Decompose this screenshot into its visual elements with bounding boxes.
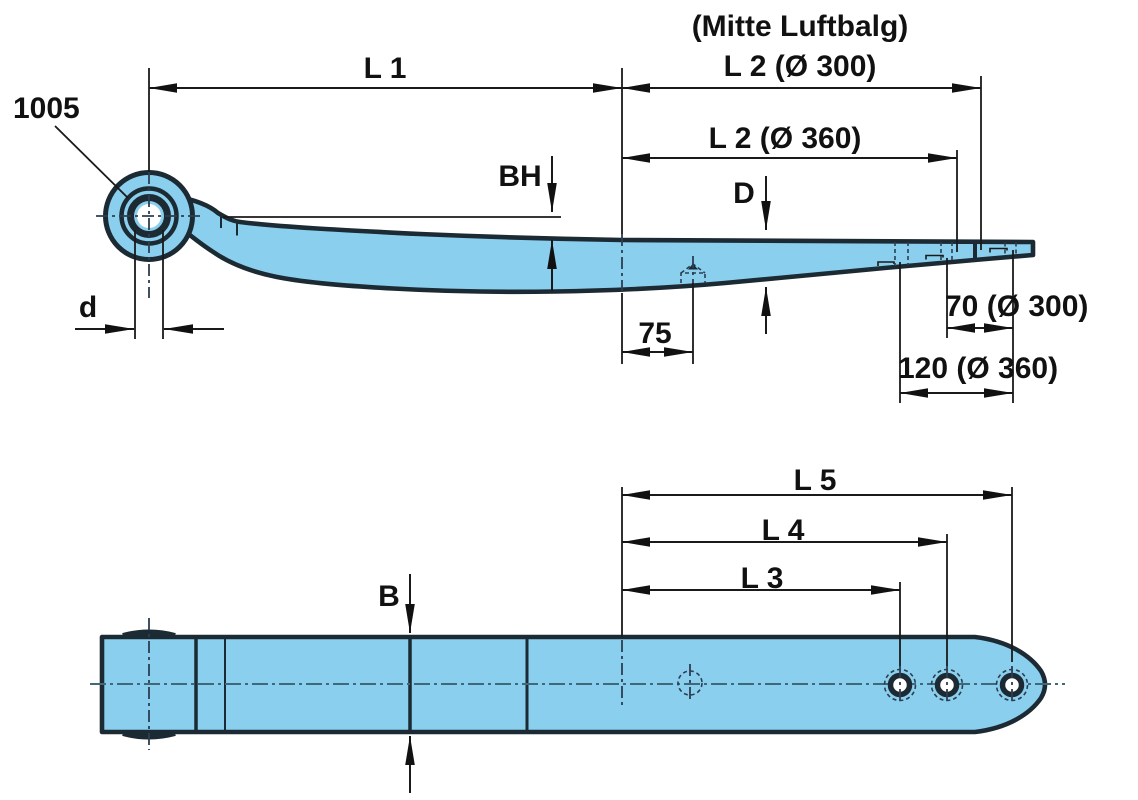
hidden-hole-lines-3: [1004, 242, 1017, 256]
dim-75: 75: [622, 317, 693, 357]
dim-l4: L 4: [622, 514, 947, 547]
dim-l3: L 3: [622, 562, 900, 595]
bolt-hole-1: [883, 666, 917, 704]
center-bolt-hole: [677, 664, 703, 702]
bolt-hole-3: [995, 666, 1029, 704]
dim-eye-bore: d: [75, 291, 224, 334]
leader-line-1005: [54, 125, 129, 199]
spring-eye: [96, 170, 204, 298]
dim-l5: L 5: [622, 464, 1012, 500]
dim-bh-label: BH: [498, 160, 541, 193]
dim-70-label: 70 (Ø 300): [945, 290, 1088, 323]
ext-eye-bore: [134, 230, 164, 339]
dim-bh: BH: [498, 156, 557, 291]
dim-l2-300-label: L 2 (Ø 300): [724, 50, 877, 83]
dim-l4-label: L 4: [762, 514, 805, 547]
eye-wrap-top: [122, 629, 176, 639]
part-number-label: 1005: [13, 92, 80, 125]
dim-l1-label: L 1: [364, 52, 407, 85]
bolt-hole-2: [930, 666, 964, 704]
dim-l2-360: L 2 (Ø 360): [622, 122, 957, 163]
dim-70-300: 70 (Ø 300): [945, 290, 1088, 333]
dim-b-label: B: [378, 580, 400, 613]
dim-d-thickness: D: [733, 176, 771, 334]
dim-l2-300: L 2 (Ø 300) (Mitte Luftbalg): [622, 10, 981, 93]
hidden-hole-lines-2: [940, 242, 953, 262]
dim-l1: L 1: [149, 52, 622, 93]
hidden-hole-lines-1: [894, 242, 909, 266]
dim-l5-label: L 5: [794, 464, 837, 497]
wrap-end-step: [220, 212, 238, 236]
dim-l3-label: L 3: [741, 562, 784, 595]
center-bolt-symbol: [680, 256, 706, 285]
dim-l2-360-label: L 2 (Ø 360): [709, 122, 862, 155]
dim-75-label: 75: [638, 317, 671, 350]
spring-blade-side: [172, 193, 1036, 295]
dim-d-bore-label: d: [79, 291, 97, 324]
plan-view: L 5 L 4 L 3 B: [90, 464, 1065, 793]
dim-b: B: [378, 574, 415, 793]
leaf-step-2: [925, 254, 944, 260]
dim-120-360: 120 (Ø 360): [898, 352, 1058, 398]
dim-d-label: D: [733, 177, 755, 210]
annotation-title: (Mitte Luftbalg): [692, 10, 909, 43]
dim-120-label: 120 (Ø 360): [898, 352, 1058, 385]
side-view: 1005 L 1 L 2 (Ø 300) (Mitte Luftbalg) L …: [13, 10, 1088, 403]
leaf-step-3: [989, 247, 1008, 253]
leaf-step-1: [877, 261, 895, 266]
